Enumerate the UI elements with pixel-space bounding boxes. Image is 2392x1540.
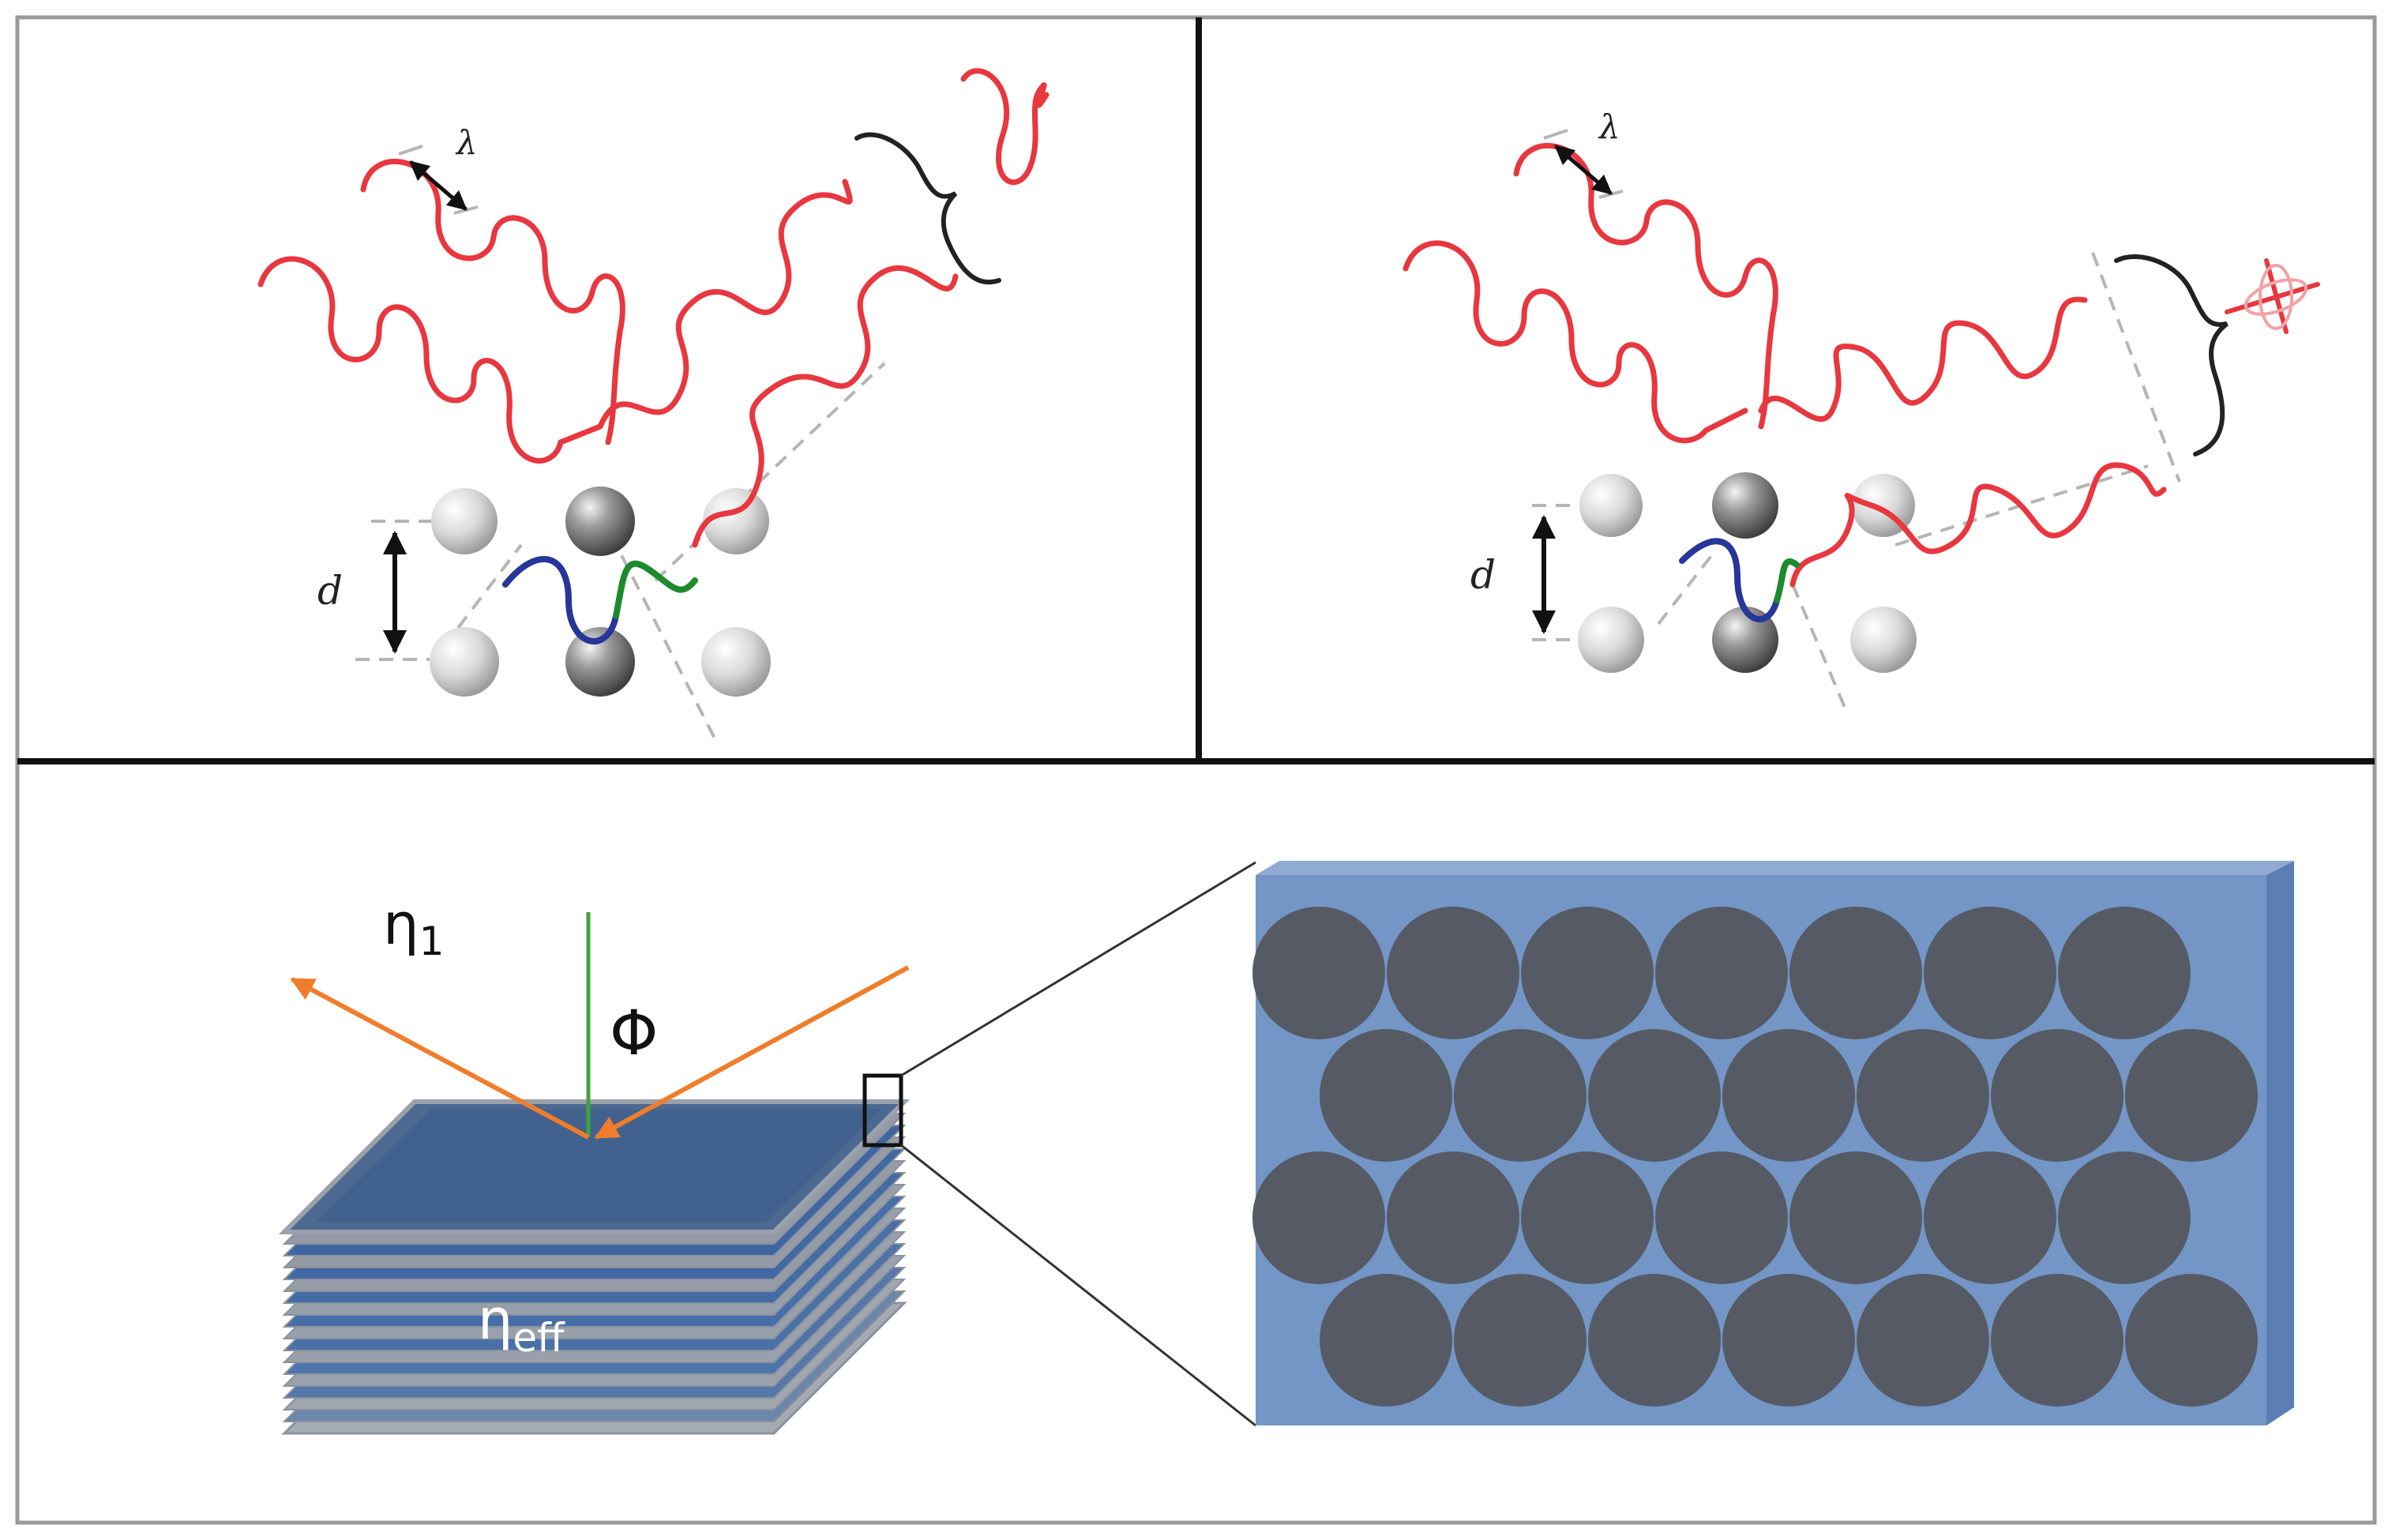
nanoparticle <box>1924 1151 2056 1284</box>
effective-index-label: ηeff <box>478 1287 565 1361</box>
nanoparticle <box>1454 1274 1587 1407</box>
atom <box>1712 472 1778 539</box>
panel-incoherent-scattering: λ d <box>1403 107 2320 716</box>
wavelength-label: λ <box>455 123 478 162</box>
nanoparticle-matrix <box>1252 861 2294 1425</box>
atom <box>1578 607 1644 673</box>
spacing-label: d <box>317 568 343 614</box>
nanoparticle-row <box>1320 1029 2258 1162</box>
nanoparticle <box>1588 1274 1721 1407</box>
path-difference-green <box>613 560 698 619</box>
nanoparticle-row <box>1252 907 2191 1039</box>
nanoparticle-row <box>1252 1151 2191 1284</box>
nanoparticle <box>1588 1029 1721 1162</box>
atom <box>1579 474 1643 537</box>
atom <box>701 627 771 697</box>
nanoparticle <box>1722 1029 1855 1162</box>
zoom-region-box <box>862 1073 903 1147</box>
incident-wave-2 <box>1513 142 1778 430</box>
nanoparticle-row <box>1320 1274 2258 1407</box>
wavelength-arrow <box>409 160 468 211</box>
atom <box>1850 607 1917 673</box>
nanoparticle <box>2125 1029 2258 1162</box>
coherent-brace <box>854 132 1001 285</box>
matrix-side-face <box>2266 861 2294 1425</box>
depolarized-wave-icon <box>2225 258 2320 334</box>
spacing-label: d <box>1470 552 1496 598</box>
zoom-line-top <box>900 861 1256 1077</box>
reflected-ray <box>290 977 590 1140</box>
path-difference-blue <box>1679 538 1780 622</box>
nanoparticle <box>1857 1029 1989 1162</box>
angle-label: Φ <box>610 998 658 1069</box>
wavelength-tick <box>398 145 423 156</box>
wavelength-label: λ <box>1598 107 1620 146</box>
nanoparticle <box>1857 1274 1989 1407</box>
matrix-top-face <box>1256 861 2294 875</box>
film-stack <box>278 1099 911 1435</box>
scattered-wave-1 <box>597 178 853 430</box>
nanoparticle <box>1991 1029 2124 1162</box>
atom <box>430 627 499 697</box>
atom <box>431 488 498 554</box>
nanoparticle <box>1320 1274 1452 1407</box>
atom <box>1712 607 1778 673</box>
incident-medium-index-label: η1 <box>383 891 444 964</box>
panel-frames <box>15 15 2377 1525</box>
nanoparticle <box>1789 907 1922 1039</box>
atom <box>565 486 635 556</box>
nanoparticle <box>1655 1151 1788 1284</box>
coherent-wave-icon <box>960 68 1050 186</box>
scattered-wave-1 <box>1758 296 2088 423</box>
nanoparticle <box>1521 1151 1654 1284</box>
incident-wave-1 <box>1403 240 1748 444</box>
wavelength-arrow <box>1554 145 1613 195</box>
nanoparticle <box>1924 907 2056 1039</box>
panel-coherent-scattering: λ d <box>257 68 1050 739</box>
path-difference-green <box>1774 558 1800 603</box>
atom <box>703 488 769 554</box>
nanoparticle <box>1991 1274 2124 1407</box>
film-top-inner <box>316 1110 881 1223</box>
incident-ray <box>594 965 910 1140</box>
nanoparticle <box>2058 907 2191 1039</box>
wavelength-tick <box>1543 129 1568 140</box>
nanoparticle <box>1320 1029 1452 1162</box>
nanoparticle <box>1789 1151 1922 1284</box>
nanoparticle <box>1252 907 1385 1039</box>
incoherent-brace <box>2114 254 2229 456</box>
nanoparticle <box>1252 1151 1385 1284</box>
nanoparticle <box>2058 1151 2191 1284</box>
scattered-wave-2 <box>1789 462 2167 588</box>
nanoparticle <box>1387 1151 1519 1284</box>
incident-wave-1 <box>257 256 603 464</box>
nanoparticle <box>1655 907 1788 1039</box>
atom <box>565 627 635 697</box>
incident-wave-2 <box>360 158 625 445</box>
nanoparticle <box>1722 1274 1855 1407</box>
zoom-line-bottom <box>900 1144 1256 1427</box>
nanoparticle <box>1387 907 1519 1039</box>
panel-thin-film: η1 Φ ηeff <box>278 861 2294 1435</box>
path-difference-blue <box>502 556 619 644</box>
lattice-atoms <box>430 486 771 697</box>
nanoparticle <box>2125 1274 2258 1407</box>
nanoparticle <box>1454 1029 1587 1162</box>
scattered-wave-2 <box>692 265 959 548</box>
nanoparticle <box>1521 907 1654 1039</box>
